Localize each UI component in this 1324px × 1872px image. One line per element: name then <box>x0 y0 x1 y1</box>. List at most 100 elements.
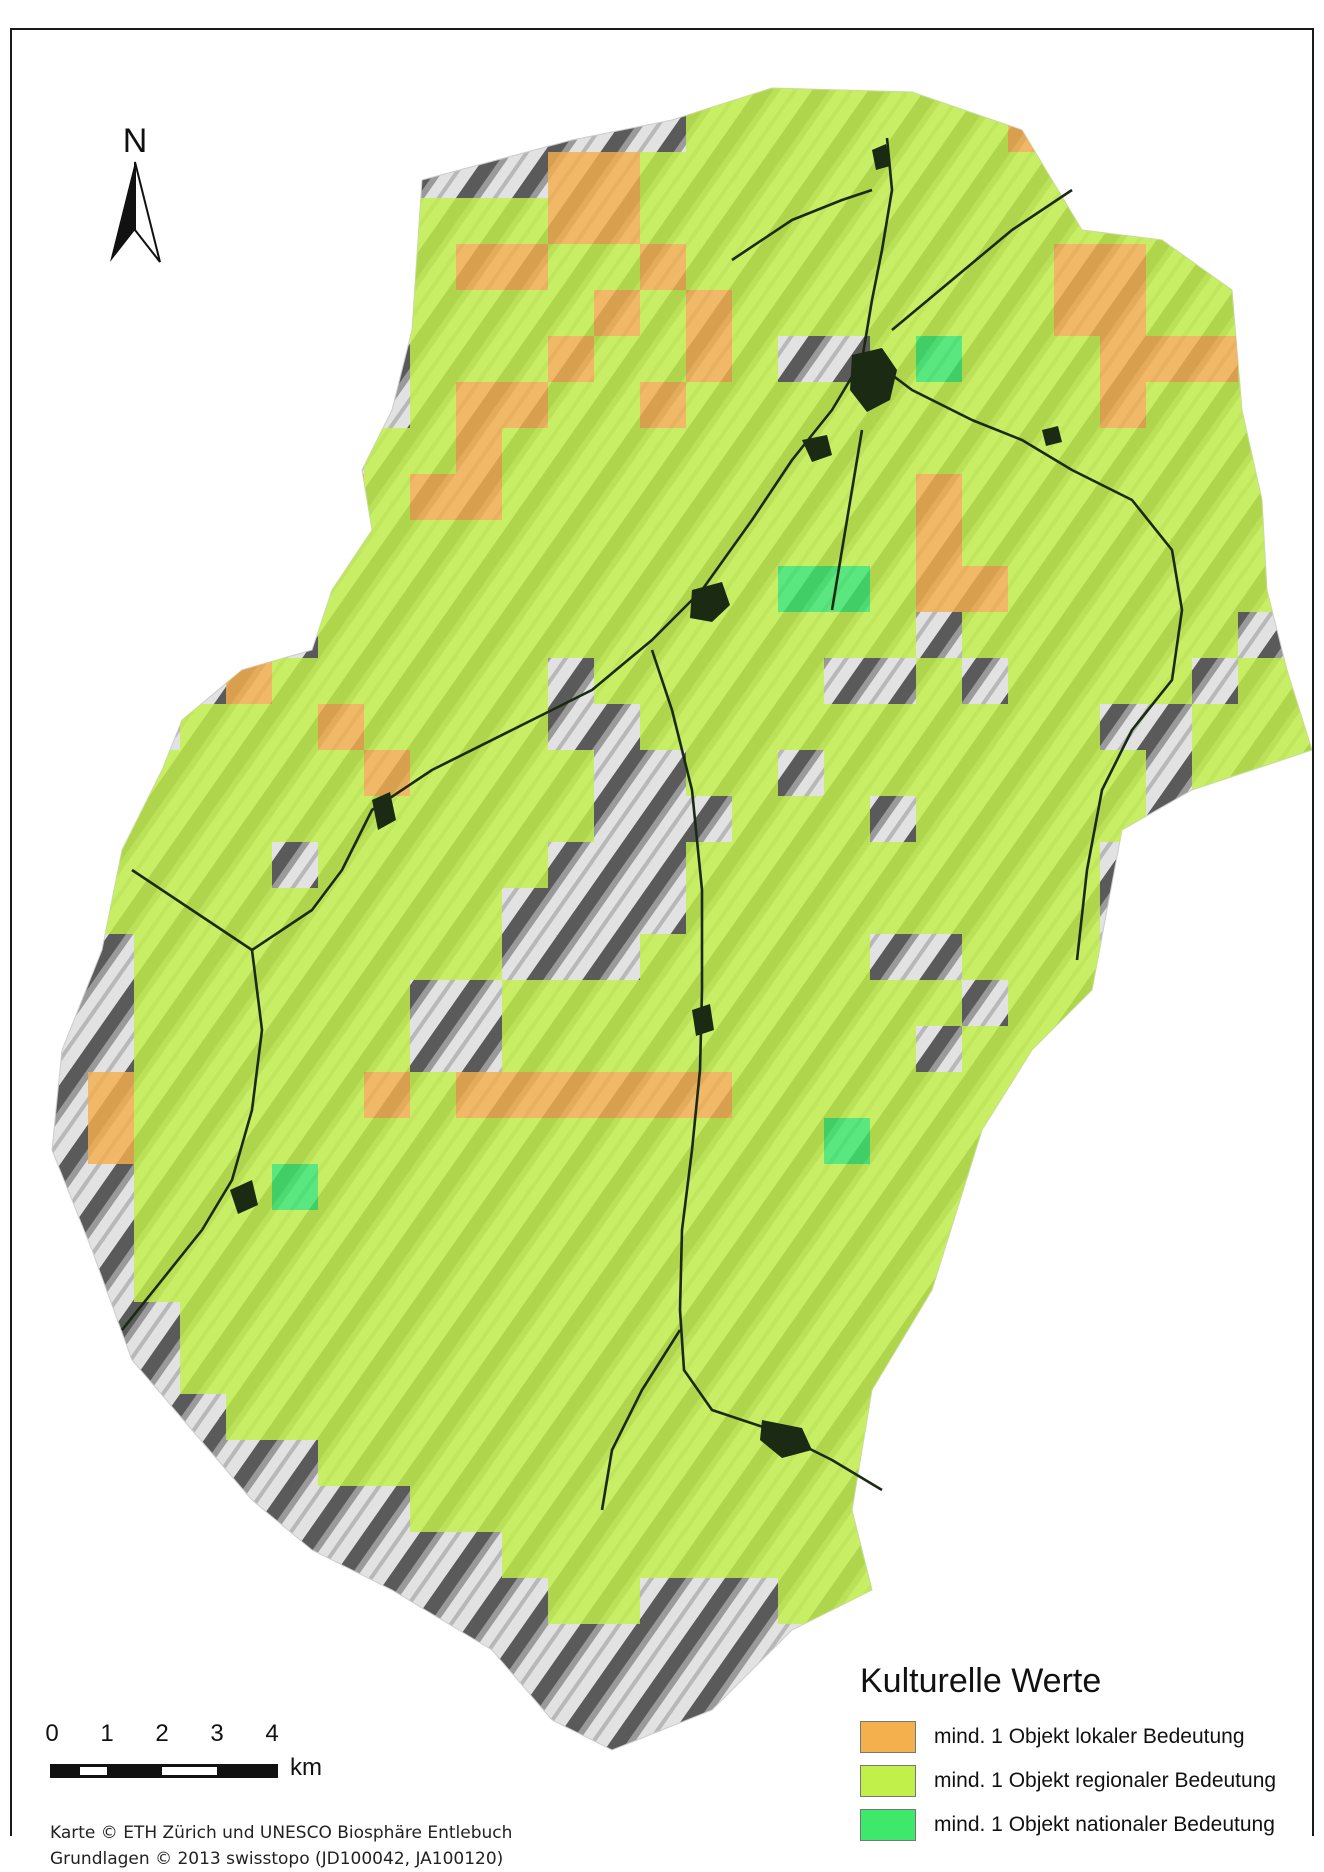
grid-cell <box>1054 980 1100 1026</box>
grid-cell <box>502 612 548 658</box>
grid-cell <box>824 1578 870 1624</box>
grid-cell <box>548 1440 594 1486</box>
grid-cell <box>916 106 962 152</box>
grid-cell <box>318 796 364 842</box>
grid-cell <box>548 796 594 842</box>
grid-cell <box>686 1026 732 1072</box>
grid-cell <box>962 1118 1008 1164</box>
grid-cell <box>180 980 226 1026</box>
grid-cell <box>502 1440 548 1486</box>
grid-cell <box>686 336 732 382</box>
grid-cell <box>226 796 272 842</box>
grid-cell <box>318 980 364 1026</box>
grid-cell <box>1192 520 1238 566</box>
grid-cell <box>778 796 824 842</box>
grid-cell <box>134 1072 180 1118</box>
grid-cell <box>916 658 962 704</box>
grid-cell <box>778 520 824 566</box>
grid-cell <box>226 658 272 704</box>
grid-cell <box>226 1302 272 1348</box>
grid-cell <box>364 704 410 750</box>
scale-tick-0: 0 <box>45 1720 59 1747</box>
grid-cell <box>916 1164 962 1210</box>
grid-cell <box>456 474 502 520</box>
grid-cell <box>364 1394 410 1440</box>
grid-cell <box>180 796 226 842</box>
north-arrow: N <box>100 122 170 272</box>
settlement-hasle <box>802 435 832 462</box>
grid-cell <box>962 566 1008 612</box>
grid-cell <box>870 1532 916 1578</box>
grid-cell <box>1284 750 1312 796</box>
grid-cell <box>134 1118 180 1164</box>
grid-cell <box>916 474 962 520</box>
grid-cell <box>548 428 594 474</box>
grid-cell <box>732 428 778 474</box>
grid-cell <box>502 796 548 842</box>
grid-cell <box>1192 796 1238 842</box>
grid-cell <box>732 382 778 428</box>
grid-cell <box>318 704 364 750</box>
grid-cell <box>732 106 778 152</box>
grid-cell <box>640 474 686 520</box>
grid-cell <box>548 382 594 428</box>
grid-cell <box>1054 1118 1100 1164</box>
grid-cell <box>1008 520 1054 566</box>
grid-cell <box>318 842 364 888</box>
legend-title: Kulturelle Werte <box>860 1662 1102 1700</box>
grid-cell <box>456 796 502 842</box>
grid-cell <box>870 888 916 934</box>
grid-cell <box>1008 1072 1054 1118</box>
grid-cell <box>364 1348 410 1394</box>
grid-cell <box>778 566 824 612</box>
grid-cell <box>962 796 1008 842</box>
grid-cell <box>870 1072 916 1118</box>
grid-cell <box>916 336 962 382</box>
grid-cell <box>962 934 1008 980</box>
grid-cell <box>272 934 318 980</box>
map-credits: Karte © ETH Zürich und UNESCO Biosphäre … <box>50 1820 512 1872</box>
grid-cell <box>686 244 732 290</box>
grid-cell <box>778 1210 824 1256</box>
grid-cell <box>1054 152 1100 198</box>
grid-cell <box>1146 1072 1192 1118</box>
credit-line-2: Grundlagen © 2013 swisstopo (JD100042, J… <box>50 1849 504 1869</box>
grid-cell <box>318 1118 364 1164</box>
grid-cell <box>1146 566 1192 612</box>
grid-cell <box>88 796 134 842</box>
grid-cell <box>1238 474 1284 520</box>
grid-cell <box>824 1348 870 1394</box>
grid-cell <box>410 198 456 244</box>
grid-cell <box>686 1164 732 1210</box>
grid-cell <box>364 428 410 474</box>
river-sw-tributary <box>600 1329 682 1511</box>
grid-cell <box>1100 474 1146 520</box>
grid-cell <box>824 566 870 612</box>
grid-cell <box>502 244 548 290</box>
grid-cell <box>1238 796 1284 842</box>
grid-cell <box>640 1256 686 1302</box>
grid-cell <box>456 428 502 474</box>
grid-cell <box>364 1302 410 1348</box>
grid-cell <box>962 750 1008 796</box>
grid-cell <box>1146 382 1192 428</box>
grid-cell <box>732 1026 778 1072</box>
grid-cell <box>456 888 502 934</box>
grid-cell <box>594 152 640 198</box>
grid-cell <box>1008 88 1054 106</box>
grid-cell <box>502 290 548 336</box>
grid-cell <box>916 520 962 566</box>
settlement-marbach <box>230 1180 258 1214</box>
grid-cell <box>916 566 962 612</box>
grid-cell <box>364 1072 410 1118</box>
grid-cell <box>686 106 732 152</box>
grid-cell <box>778 842 824 888</box>
grid-cell <box>732 198 778 244</box>
grid-cell <box>1100 152 1146 198</box>
grid-cell <box>456 1210 502 1256</box>
grid-cell <box>640 1440 686 1486</box>
grid-cell <box>134 750 180 796</box>
grid-cell <box>640 198 686 244</box>
settlement-romoos <box>1042 426 1062 446</box>
map-canvas[interactable] <box>12 30 1312 1838</box>
